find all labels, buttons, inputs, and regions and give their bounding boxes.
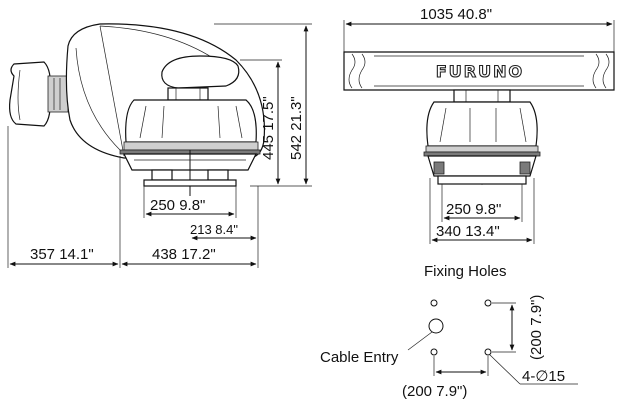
pedestal-column bbox=[167, 87, 209, 101]
cable-entry-hole bbox=[428, 318, 444, 334]
cable-entry-label: Cable Entry bbox=[320, 349, 399, 366]
side-base-offset: 213 8.4" bbox=[190, 222, 238, 237]
side-height-total: 542 21.3" bbox=[288, 96, 305, 160]
side-view: 445 17.5" 542 21.3" 250 9.8" 213 8.4" 35… bbox=[7, 23, 312, 268]
side-horizontal-dimensions: 250 9.8" 213 8.4" 357 14.1" 438 17.2" bbox=[7, 126, 259, 268]
antenna-brand-logo: FURUNO bbox=[436, 62, 524, 81]
hole-top-right bbox=[484, 299, 492, 307]
front-dimensions: 250 9.8" 340 13.4" bbox=[429, 178, 535, 244]
hole-spec: 4-∅15 bbox=[522, 368, 565, 385]
fixing-holes: Fixing Holes Cable Entry (200 7.9") (200… bbox=[320, 263, 578, 400]
fixing-holes-title: Fixing Holes bbox=[424, 263, 507, 280]
side-base-width: 250 9.8" bbox=[150, 197, 205, 214]
vertical-spacing: (200 7.9") bbox=[528, 295, 545, 360]
side-height-upper: 445 17.5" bbox=[260, 96, 277, 160]
rear-cap bbox=[9, 61, 69, 127]
hole-bottom-right bbox=[484, 348, 492, 356]
side-rear-overhang: 357 14.1" bbox=[30, 246, 94, 263]
horizontal-spacing: (200 7.9") bbox=[402, 383, 467, 400]
housing bbox=[119, 99, 261, 196]
side-vertical-dimensions: 445 17.5" 542 21.3" bbox=[214, 23, 312, 187]
base-feet bbox=[143, 169, 237, 187]
front-pedestal-column bbox=[453, 89, 511, 103]
hole-bottom-left bbox=[430, 348, 438, 356]
front-housing bbox=[423, 101, 541, 186]
hole-top-left bbox=[430, 299, 438, 307]
front-view: 1035 40.8" FURUNO bbox=[343, 6, 615, 244]
front-pedestal-width: 340 13.4" bbox=[436, 223, 500, 240]
antenna-length-dimension: 1035 40.8" bbox=[343, 6, 615, 52]
front-base-width: 250 9.8" bbox=[446, 201, 501, 218]
antenna-length: 1035 40.8" bbox=[420, 6, 492, 23]
side-front-length: 438 17.2" bbox=[152, 246, 216, 263]
top-dome bbox=[161, 55, 240, 89]
antenna-radiator: FURUNO bbox=[343, 51, 615, 91]
